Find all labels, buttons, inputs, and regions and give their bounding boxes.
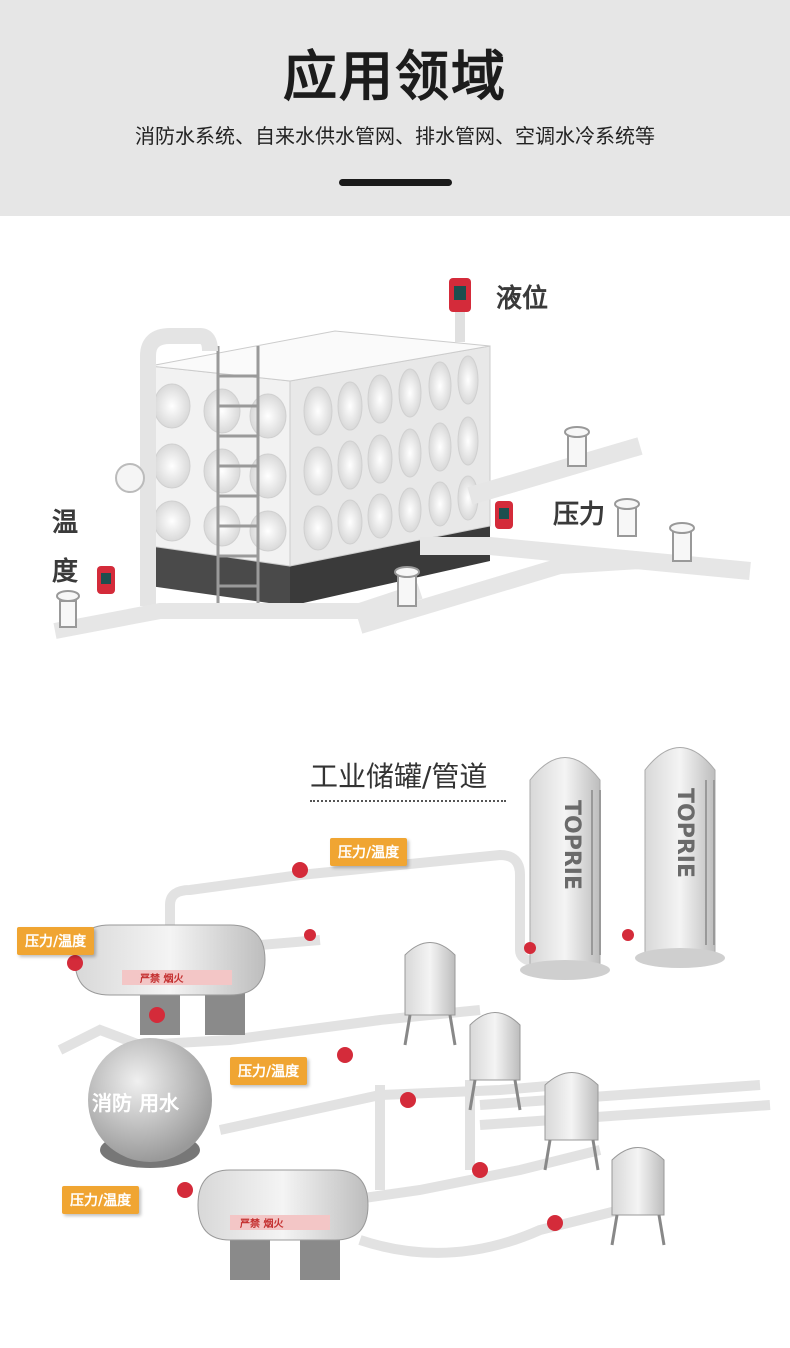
- page-subtitle: 消防水系统、自来水供水管网、排水管网、空调水冷系统等: [135, 124, 655, 148]
- industrial-tank-illustration: TOPRIE TOPRIE 严禁 烟火 消防 用水 严禁 烟火: [57, 747, 771, 1280]
- tank-label-2: 严禁 烟火: [239, 1217, 284, 1230]
- tag-pressure-temp-2: 压力/温度: [17, 927, 95, 955]
- tag-pressure-temp-3: 压力/温度: [230, 1057, 308, 1085]
- label-pressure: 压力: [553, 500, 606, 530]
- label-temp-1: 温: [52, 508, 79, 538]
- tank-label-1: 严禁 烟火: [139, 972, 184, 985]
- label-level: 液位: [496, 284, 549, 314]
- page-title: 应用领域: [283, 45, 507, 108]
- header-banner: 应用领域 消防水系统、自来水供水管网、排水管网、空调水冷系统等: [0, 0, 790, 216]
- tower-brand-1: TOPRIE: [559, 800, 584, 890]
- title-dotted-line: [310, 800, 506, 802]
- tag-pressure-temp-4: 压力/温度: [62, 1186, 140, 1214]
- label-temp-2: 度: [52, 557, 79, 587]
- sphere-label: 消防 用水: [92, 1091, 180, 1115]
- title-divider: [339, 179, 452, 186]
- tag-pressure-temp-1: 压力/温度: [330, 838, 408, 866]
- tower-brand-2: TOPRIE: [672, 788, 697, 878]
- water-tank-illustration: [53, 278, 751, 639]
- industrial-section-title: 工业储罐/管道: [310, 760, 488, 793]
